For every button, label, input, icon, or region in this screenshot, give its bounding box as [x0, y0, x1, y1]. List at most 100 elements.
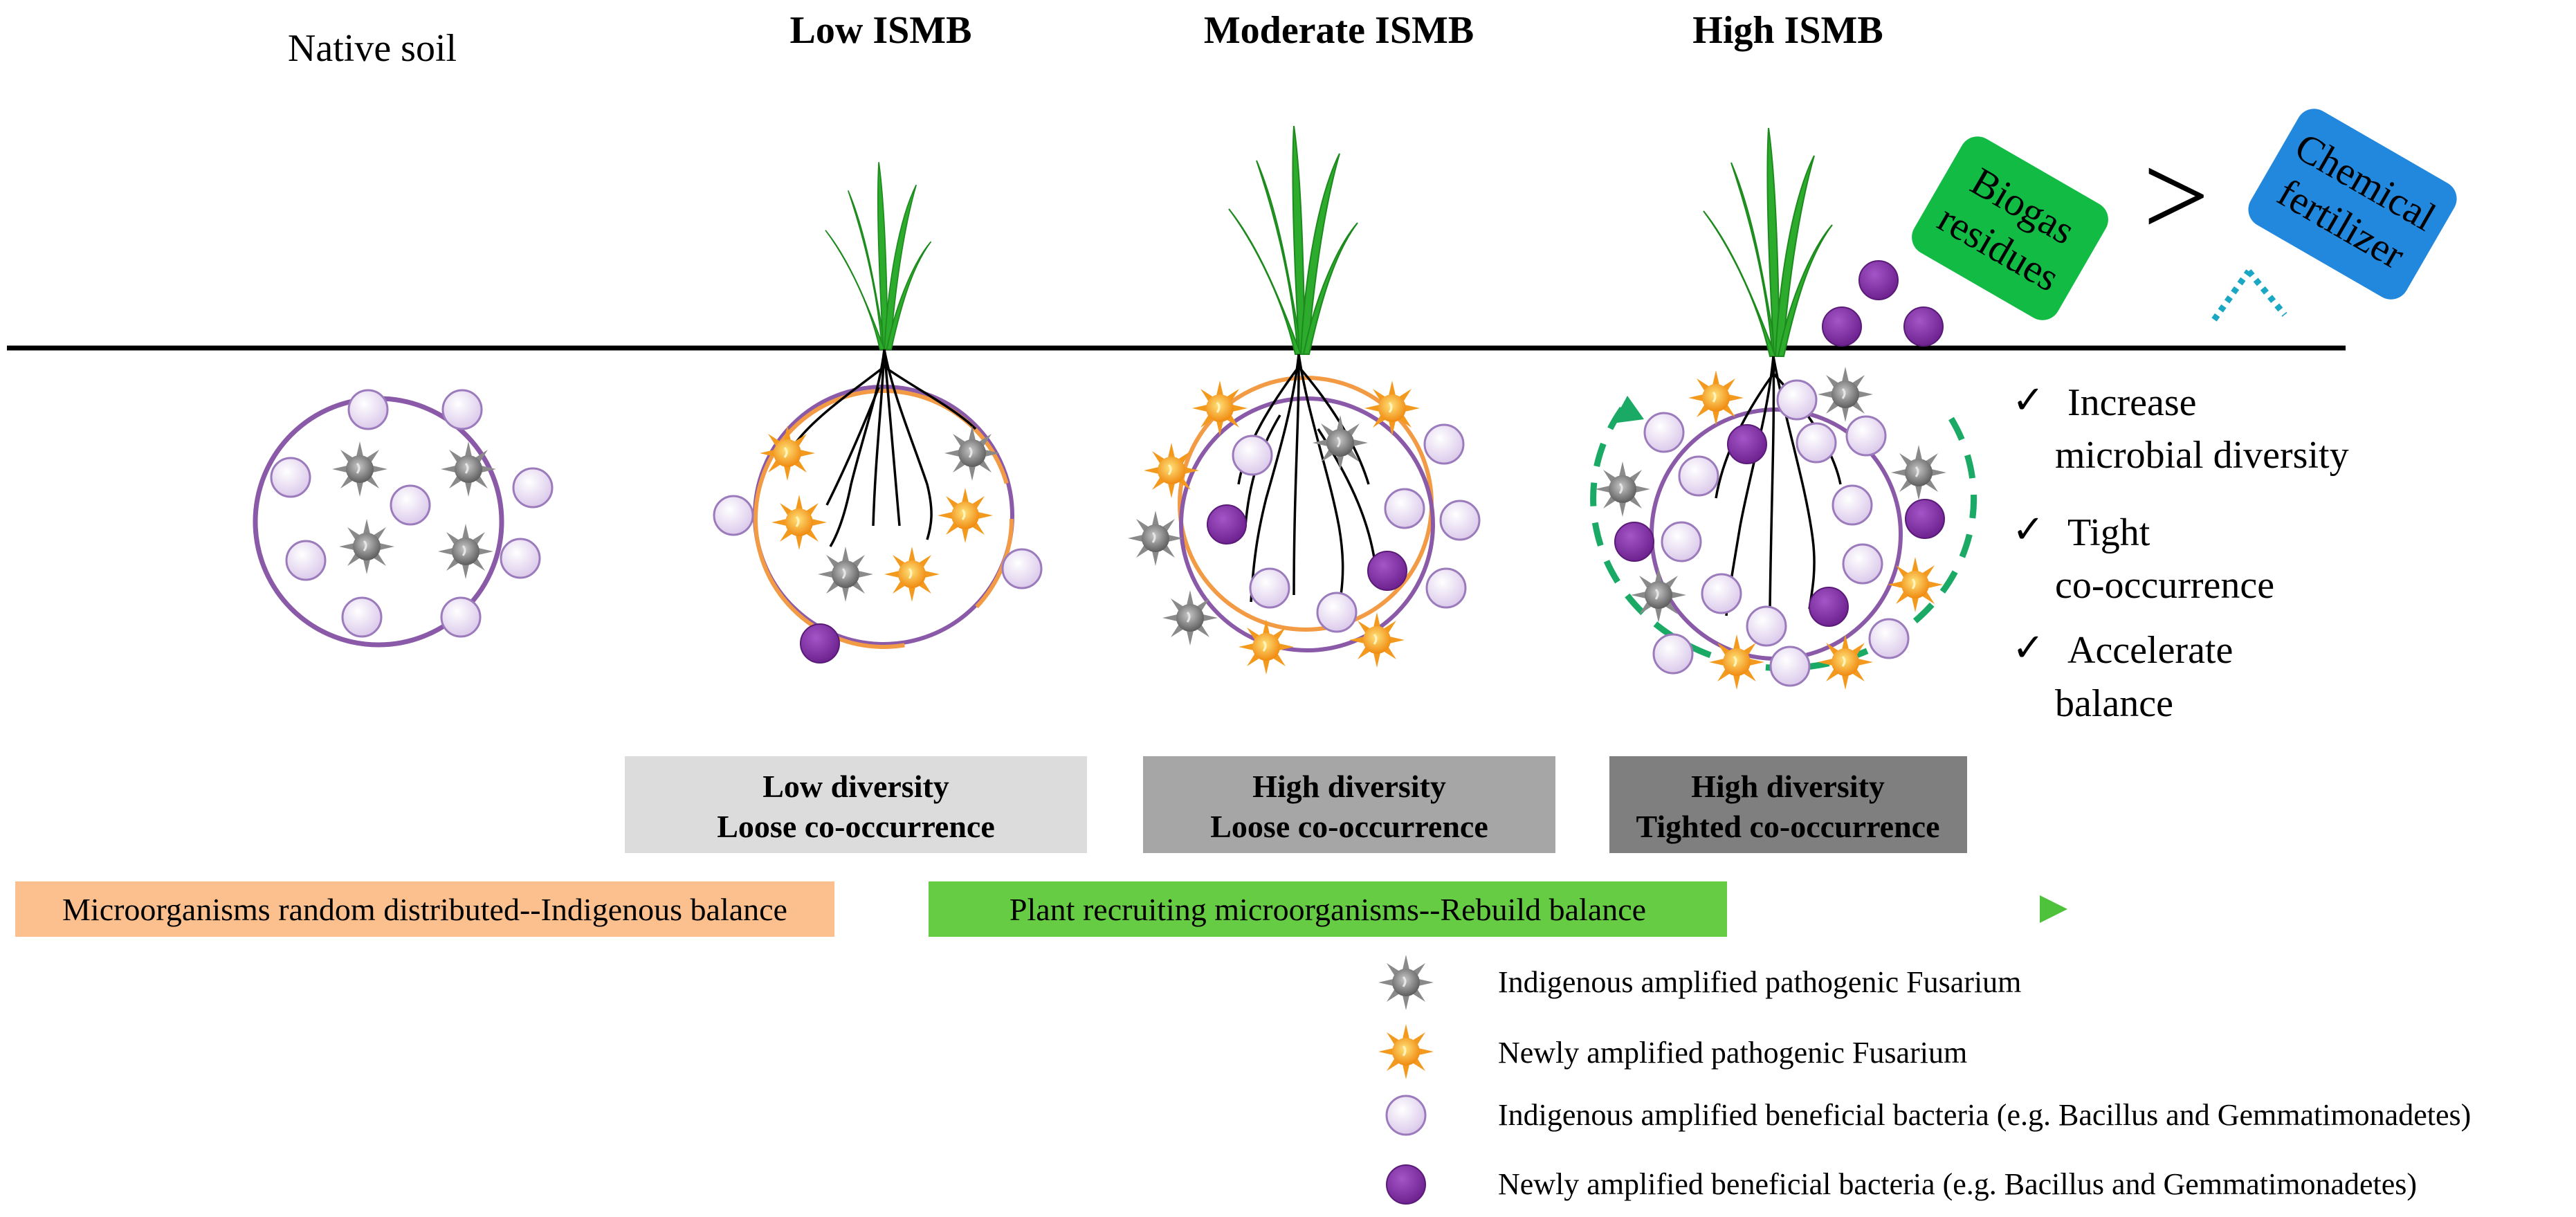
diversity-box-moderate-line-1: High diversity [1252, 769, 1446, 804]
bacteria-dark [1727, 424, 1767, 464]
bacteria-light [512, 467, 554, 509]
fusarium-orange [936, 486, 994, 545]
process-timeline: Microorganisms random distributed--Indig… [15, 881, 2067, 937]
bacteria-light [1384, 488, 1425, 529]
lavender-bacteria-icon [1385, 1095, 1427, 1136]
diversity-box-high-line-1: High diversity [1691, 769, 1885, 804]
fusarium-orange [1348, 611, 1406, 669]
diversity-box-low-line-1: Low diversity [762, 769, 949, 804]
bacteria-light [1831, 484, 1873, 526]
process-left-box [15, 881, 834, 937]
bacteria-light [1661, 521, 1702, 562]
benefit-3-line-1: Accelerate [2067, 629, 2233, 672]
fusarium-orange [1237, 618, 1295, 676]
purple-bacteria-icon [1386, 1164, 1426, 1205]
gray-spiky-fusarium-icon [1377, 953, 1435, 1012]
process-arrowhead-icon [2040, 895, 2067, 923]
bacteria-dark [800, 623, 840, 664]
bacteria-light [1643, 412, 1685, 453]
stage-title-native: Native soil [288, 27, 457, 70]
fusarium-orange [883, 545, 941, 603]
process-right-box [929, 881, 1727, 937]
bacteria-light [440, 596, 482, 638]
diversity-box-low-line-2: Loose co-occurrence [717, 809, 995, 844]
bacteria-light [1701, 573, 1742, 614]
fusarium-gray [1593, 460, 1652, 518]
fusarium-gray [331, 440, 389, 498]
benefit-3-line-2: balance [2055, 682, 2173, 725]
bacteria-light [1316, 592, 1358, 633]
bacteria-light [1423, 423, 1465, 465]
diversity-box-moderate: High diversity Loose co-occurrence [1143, 756, 1555, 853]
native-soil-group [253, 389, 554, 648]
check-mark-icon: ✓ [2012, 379, 2045, 422]
bacteria-light [713, 495, 754, 536]
diversity-box-moderate-line-2: Loose co-occurrence [1210, 809, 1488, 844]
diversity-box-low: Low diversity Loose co-occurrence [625, 756, 1087, 853]
legend-item-2-label: Newly amplified pathogenic Fusarium [1498, 1036, 1967, 1070]
benefit-1-line-2: microbial diversity [2055, 434, 2349, 477]
fusarium-orange [1142, 441, 1200, 500]
low-soil-ring-orange [753, 389, 1014, 649]
fusarium-gray [816, 545, 875, 603]
fusarium-orange [770, 493, 828, 551]
process-right-label: Plant recruiting microorganisms--Rebuild… [1010, 892, 1646, 927]
grass-plant-icon [1228, 125, 1358, 355]
legend-item-3-label: Indigenous amplified beneficial bacteria… [1498, 1098, 2471, 1132]
bacteria-light [1796, 422, 1837, 464]
bacteria-light [1769, 646, 1811, 687]
moderate-ismb-group [1126, 125, 1481, 676]
fusarium-orange [1363, 379, 1421, 437]
bacteria-light [500, 538, 541, 579]
fusarium-gray [1816, 365, 1874, 423]
benefit-1-line-1: Increase [2067, 381, 2197, 424]
fusarium-gray [338, 518, 396, 576]
bacteria-light [347, 389, 389, 430]
fusarium-gray [1629, 566, 1688, 624]
bacteria-dark [1809, 587, 1849, 627]
bacteria-light [1249, 567, 1290, 609]
bacteria-light [285, 540, 327, 581]
dotted-wedge-icon [2211, 269, 2287, 322]
falling-bacteria-2 [1822, 306, 1862, 347]
legend-item-1-label: Indigenous amplified pathogenic Fusarium [1498, 965, 2021, 999]
bacteria-light [1652, 633, 1694, 675]
biogas-residues-box: Biogas residues [1912, 136, 2108, 320]
stage-title-moderate: Moderate ISMB [1204, 9, 1474, 52]
diversity-box-high-line-2: Tighted co-occurrence [1636, 809, 1939, 844]
bacteria-light [1845, 415, 1887, 457]
fusarium-gray [1311, 414, 1369, 472]
greater-than-symbol: > [2143, 131, 2209, 261]
root-system-icon [1237, 354, 1378, 603]
cycle-arrowhead-icon [1612, 396, 1644, 423]
bacteria-light [390, 484, 431, 526]
fusarium-orange [1687, 369, 1745, 427]
grass-plant-icon [825, 161, 932, 350]
process-left-label: Microorganisms random distributed--Indig… [62, 892, 787, 927]
high-ismb-group [1590, 127, 1977, 691]
fusarium-gray [1890, 443, 1948, 502]
benefit-2-line-2: co-occurrence [2055, 564, 2274, 607]
stage-title-low: Low ISMB [790, 9, 972, 52]
bacteria-light [1439, 500, 1481, 541]
legend: Indigenous amplified pathogenic Fusarium… [1377, 953, 2471, 1205]
bacteria-light [341, 596, 383, 638]
bacteria-light [441, 389, 483, 430]
check-mark-icon: ✓ [2012, 627, 2045, 670]
bacteria-light [270, 457, 311, 498]
bacteria-dark [1207, 504, 1247, 545]
bacteria-light [1001, 548, 1043, 589]
diversity-box-high: High diversity Tighted co-occurrence [1609, 756, 1967, 853]
check-mark-icon: ✓ [2012, 509, 2045, 551]
fusarium-gray [1126, 509, 1185, 567]
bacteria-light [1746, 605, 1787, 647]
fusarium-orange [1191, 379, 1249, 437]
bacteria-light [1776, 379, 1818, 421]
low-ismb-group [713, 161, 1043, 664]
bacteria-light [1232, 434, 1273, 476]
bacteria-light [1425, 567, 1467, 609]
bacteria-light [1842, 543, 1883, 585]
bacteria-light [1678, 455, 1719, 497]
fusarium-gray [437, 522, 495, 580]
